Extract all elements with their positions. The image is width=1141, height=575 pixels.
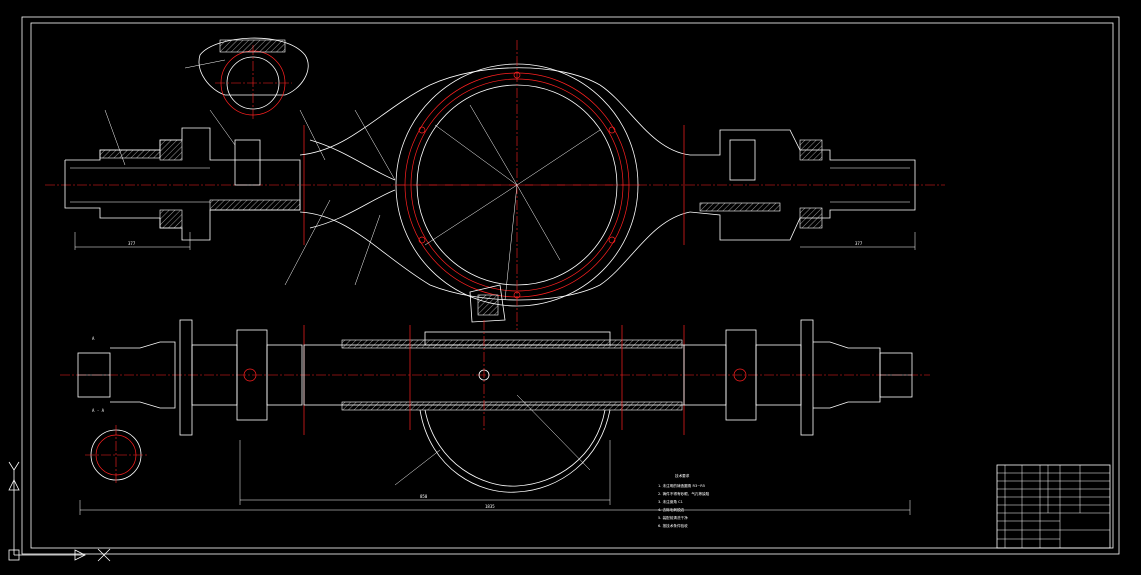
left-length-dim: 377 [128,241,136,246]
note-5: 5. 装配前清洗干净 [658,515,688,520]
right-length-dim: 377 [855,241,863,246]
inner-sheet-border [30,22,1114,549]
section-a-a: A - A [85,408,148,485]
section-ring-detail [184,37,309,120]
notes-title: 技术要求 [675,473,690,478]
note-3: 3. 未注倒角 C1 [658,499,683,504]
note-4: 4. 去除毛刺锐边 [658,507,685,512]
view-label-a: A [92,336,95,341]
note-2: 2. 铸件不得有砂眼、气孔等缺陷 [658,491,710,496]
note-6: 6. 按技术条件验收 [658,523,688,528]
outer-sheet-border [21,16,1120,555]
front-view: 377 377 [45,40,945,330]
note-1: 1. 未注明的铸造圆角 R3~R5 [658,483,705,488]
total-length-dim: 1835 [485,504,495,509]
plan-view: 1835 850 A [60,319,930,515]
ucs-icon [8,461,111,562]
title-block [996,464,1111,549]
mid-length-dim: 850 [420,494,428,499]
section-label: A - A [92,408,105,413]
technical-notes: 技术要求 1. 未注明的铸造圆角 R3~R5 2. 铸件不得有砂眼、气孔等缺陷 … [658,473,710,528]
